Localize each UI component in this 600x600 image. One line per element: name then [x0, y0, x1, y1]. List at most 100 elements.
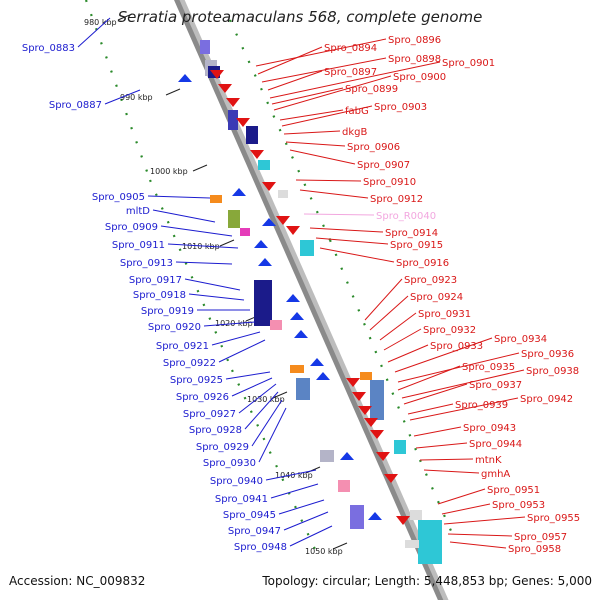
right-gene-label[interactable]: Spro_0958 — [508, 544, 561, 555]
right-gene-label[interactable]: Spro_0910 — [363, 177, 416, 188]
right-gene-label[interactable]: gmhA — [481, 469, 510, 480]
right-gene-leader — [315, 237, 389, 245]
reverse-gene-arrow — [236, 118, 250, 127]
right-gene-label[interactable]: Spro_0912 — [370, 194, 423, 205]
left-gene-label[interactable]: Spro_0945 — [223, 510, 276, 521]
right-gene-label[interactable]: Spro_0914 — [385, 228, 438, 239]
right-gene-label[interactable]: Spro_0936 — [521, 349, 574, 360]
left-gene-label[interactable]: Spro_0913 — [120, 258, 173, 269]
left-gene-label[interactable]: Spro_0930 — [203, 458, 256, 469]
right-gene-label[interactable]: Spro_0903 — [374, 102, 427, 113]
left-gene-label[interactable]: Spro_0921 — [156, 341, 209, 352]
left-gene-label[interactable]: Spro_0928 — [189, 425, 242, 436]
right-gene-label[interactable]: Spro_0953 — [492, 500, 545, 511]
left-gene-label[interactable]: Spro_0911 — [112, 240, 165, 251]
right-gene-label[interactable]: Spro_0923 — [404, 275, 457, 286]
right-gene-label[interactable]: Spro_0907 — [357, 160, 410, 171]
right-gene-label[interactable]: Spro_0933 — [430, 341, 483, 352]
right-gene-label[interactable]: Spro_0932 — [423, 325, 476, 336]
right-gene-label[interactable]: Spro_0894 — [324, 43, 377, 54]
forward-gene-arrow — [290, 312, 304, 320]
right-gene-leader — [383, 328, 422, 351]
right-gene-label[interactable]: Spro_0915 — [390, 240, 443, 251]
right-gene-label[interactable]: mtnK — [475, 455, 502, 466]
left-gene-label[interactable]: Spro_0941 — [215, 494, 268, 505]
reverse-gene-arrow — [210, 70, 224, 79]
right-gene-label[interactable]: Spro_0937 — [469, 380, 522, 391]
right-gene-label[interactable]: Spro_0916 — [396, 258, 449, 269]
right-gene-label[interactable]: Spro_0924 — [410, 292, 463, 303]
right-gene-label[interactable]: Spro_0943 — [463, 423, 516, 434]
right-gene-leader — [279, 109, 344, 121]
left-gene-leader — [175, 261, 233, 265]
left-gene-label[interactable]: Spro_0919 — [141, 306, 194, 317]
scale-tick-label: 980 kbp — [84, 18, 117, 27]
reverse-gene-arrow — [376, 452, 390, 461]
right-gene-label[interactable]: Spro_0898 — [388, 54, 441, 65]
right-gene-label[interactable]: dkgB — [342, 127, 367, 138]
right-gene-label[interactable]: Spro_0897 — [324, 67, 377, 78]
left-gene-label[interactable]: mltD — [126, 206, 150, 217]
right-gene-leader — [295, 179, 362, 182]
right-gene-leader — [415, 442, 468, 449]
reverse-gene-arrow — [358, 406, 372, 415]
right-gene-label[interactable]: Spro_0935 — [462, 362, 515, 373]
left-gene-label[interactable]: Spro_0918 — [133, 290, 186, 301]
left-gene-label[interactable]: Spro_0947 — [228, 526, 281, 537]
gene-feature-block — [360, 372, 372, 380]
scale-tick-label: 1010 kbp — [182, 242, 220, 251]
right-gene-label[interactable]: Spro_0896 — [388, 35, 441, 46]
right-gene-label[interactable]: Spro_0951 — [487, 485, 540, 496]
left-gene-label[interactable]: Spro_0922 — [163, 358, 216, 369]
left-gene-label[interactable]: Spro_0920 — [148, 322, 201, 333]
reverse-gene-arrow — [250, 150, 264, 159]
right-gene-label[interactable]: Spro_0955 — [527, 513, 580, 524]
right-gene-leader — [289, 149, 356, 165]
left-gene-label[interactable]: Spro_0917 — [129, 275, 182, 286]
reverse-gene-arrow — [396, 516, 410, 525]
right-gene-leader — [447, 533, 513, 537]
left-gene-leader — [104, 89, 141, 105]
left-gene-label[interactable]: Spro_0948 — [234, 542, 287, 553]
left-gene-leader — [238, 383, 277, 414]
gene-feature-block — [410, 510, 422, 520]
right-gene-leader — [319, 247, 395, 263]
left-gene-leader — [184, 278, 241, 291]
left-gene-leader — [160, 225, 233, 237]
right-gene-label[interactable]: Spro_0942 — [520, 394, 573, 405]
right-gene-label[interactable]: Spro_0901 — [442, 58, 495, 69]
right-gene-label[interactable]: Spro_0938 — [526, 366, 579, 377]
left-gene-label[interactable]: Spro_0925 — [170, 375, 223, 386]
left-gene-leader — [188, 293, 245, 301]
left-gene-label[interactable]: Spro_0927 — [183, 409, 236, 420]
left-gene-label[interactable]: Spro_0909 — [105, 222, 158, 233]
topology-label: Topology: circular; Length: 5,448,853 bp… — [262, 574, 592, 588]
reverse-gene-arrow — [226, 98, 240, 107]
right-gene-label[interactable]: fabG — [345, 106, 369, 117]
left-gene-leader — [278, 499, 325, 515]
left-gene-label[interactable]: Spro_0929 — [196, 442, 249, 453]
left-gene-label[interactable]: Spro_0887 — [49, 100, 102, 111]
rna-gene-label[interactable]: Spro_R0040 — [376, 211, 436, 222]
left-gene-label[interactable]: Spro_0926 — [176, 392, 229, 403]
tick-guide — [228, 19, 332, 241]
scale-tick-mark — [332, 542, 348, 550]
right-gene-label[interactable]: Spro_0899 — [345, 84, 398, 95]
right-gene-label[interactable]: Spro_0906 — [347, 142, 400, 153]
right-gene-label[interactable]: Spro_0931 — [418, 309, 471, 320]
left-gene-label[interactable]: Spro_0940 — [210, 476, 263, 487]
right-gene-label[interactable]: Spro_0957 — [514, 532, 567, 543]
right-gene-label[interactable]: Spro_0944 — [469, 439, 522, 450]
left-gene-leader — [147, 195, 211, 199]
gene-feature-block — [405, 540, 419, 548]
right-gene-leader — [407, 403, 454, 415]
left-gene-label[interactable]: Spro_0883 — [22, 43, 75, 54]
right-gene-label[interactable]: Spro_0900 — [393, 72, 446, 83]
left-gene-label[interactable]: Spro_0905 — [92, 192, 145, 203]
reverse-gene-arrow — [218, 84, 232, 93]
right-gene-leader — [269, 61, 441, 99]
accession-label: Accession: NC_009832 — [9, 574, 146, 588]
right-gene-label[interactable]: Spro_0934 — [494, 334, 547, 345]
right-gene-leader — [409, 397, 519, 421]
left-gene-leader — [203, 321, 256, 327]
